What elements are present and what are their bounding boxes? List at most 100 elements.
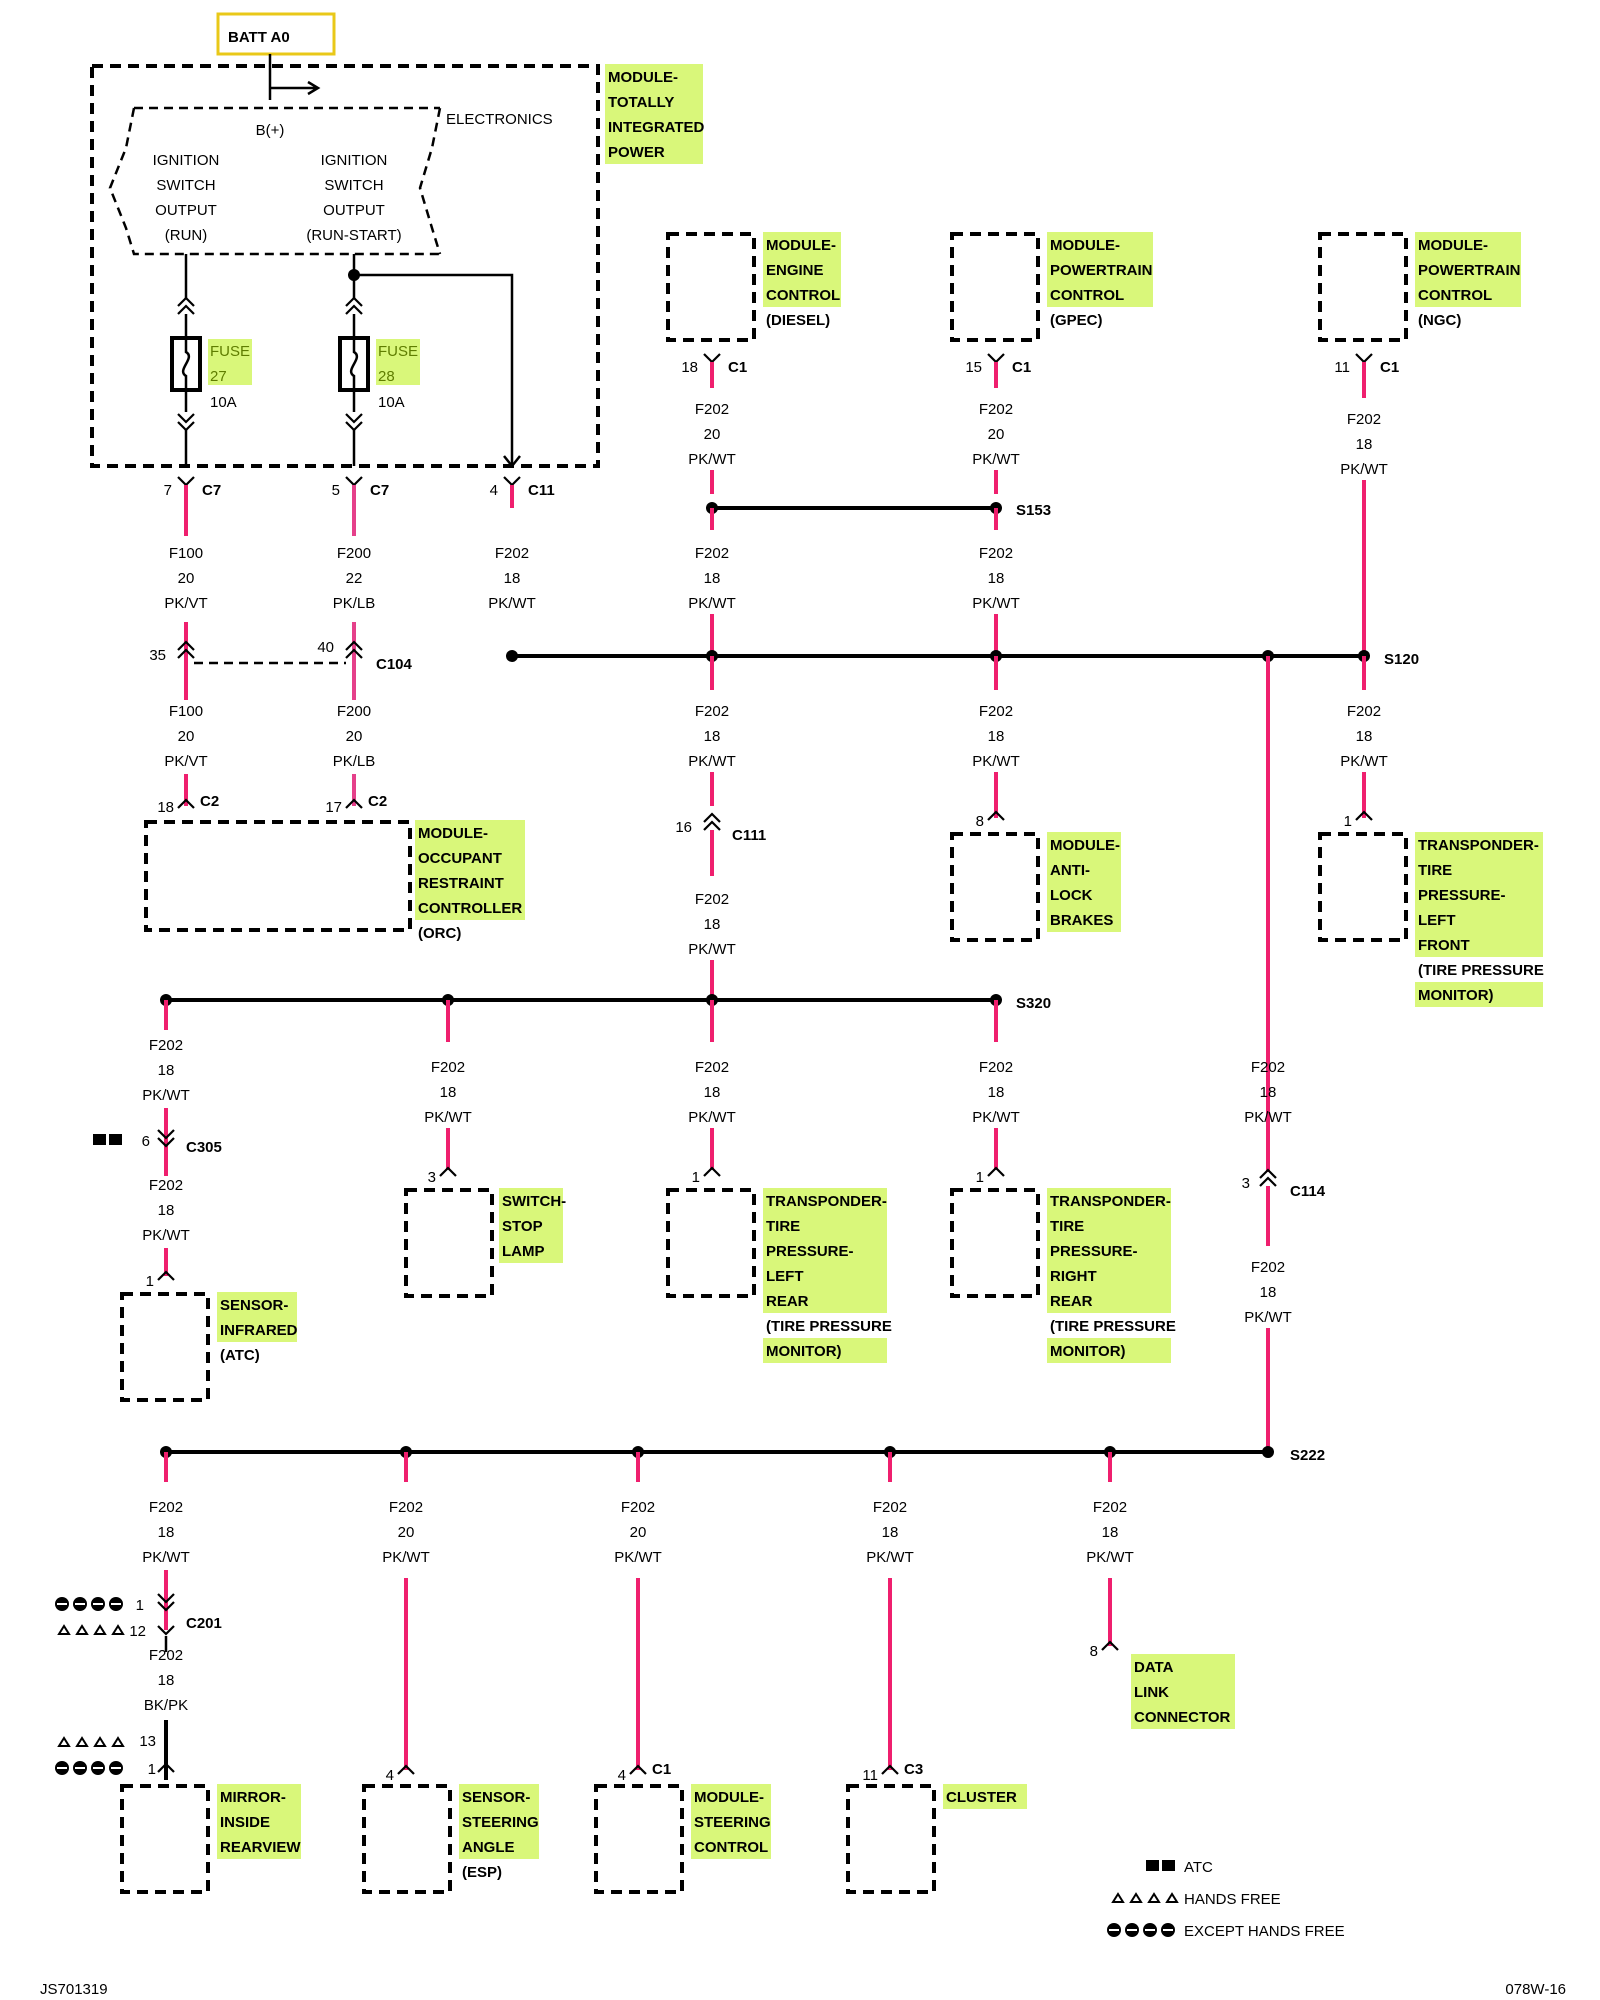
f100-label: 20 (178, 570, 195, 587)
tipm-title-label: TOTALLY (608, 94, 674, 111)
mirror-highlight (217, 1809, 301, 1834)
splice-label: S153 (1016, 502, 1051, 519)
tipm-title-highlight (605, 139, 703, 164)
stop-box (404, 1188, 494, 1298)
f202-label: F202 (873, 1499, 907, 1516)
pin-label: 40 (317, 639, 334, 656)
fuse27-highlight (208, 339, 252, 385)
atc-icon (93, 1134, 106, 1145)
fuse28-element (349, 338, 359, 390)
ir-label: SENSOR- (220, 1297, 288, 1314)
tpm-rr-label: RIGHT (1050, 1268, 1097, 1285)
fuse27-number: 27 (210, 368, 227, 385)
pin-label: 1 (146, 1273, 154, 1290)
abs-highlight (1047, 857, 1121, 882)
c104-connector (177, 640, 195, 651)
f202-label: F202 (695, 703, 729, 720)
pin-label: 1 (692, 1169, 700, 1186)
mirror-label: REARVIEW (220, 1839, 301, 1856)
f202-label: F202 (389, 1499, 423, 1516)
tpm-lr-label: TRANSPONDER- (766, 1193, 887, 1210)
f202-label: PK/WT (614, 1549, 662, 1566)
legend-hands-free: HANDS FREE (1184, 1891, 1281, 1908)
connector-label: C7 (202, 482, 221, 499)
fuse28-highlight (376, 339, 420, 385)
c7-connector (345, 476, 363, 487)
orc-label: CONTROLLER (418, 900, 522, 917)
f100-label: PK/VT (164, 753, 207, 770)
scm-highlight (691, 1784, 771, 1809)
tpm-rr-highlight (1047, 1263, 1171, 1288)
c305-connector (157, 1129, 175, 1140)
ecm-highlight (763, 257, 841, 282)
splice-dot (1262, 1446, 1274, 1458)
tpm-lr-highlight (763, 1338, 887, 1363)
f202-label: PK/WT (688, 753, 736, 770)
hands-free-icon (75, 1736, 89, 1747)
orc-highlight (415, 895, 525, 920)
scm-box (594, 1784, 684, 1894)
f202-label: PK/WT (866, 1549, 914, 1566)
legend-atc: ATC (1184, 1859, 1213, 1876)
f202-label: 18 (988, 728, 1005, 745)
f202-label: F202 (621, 1499, 655, 1516)
fuse28-label: FUSE (378, 343, 418, 360)
tpm-rr-highlight (1047, 1288, 1171, 1313)
connector-label: C11 (528, 482, 555, 499)
c201-connector (157, 1625, 175, 1636)
stop-highlight (499, 1188, 563, 1213)
c1-connector (987, 353, 1005, 364)
fuse27-amp: 10A (210, 394, 237, 411)
mirror-connector (157, 1762, 175, 1773)
ecm-highlight (763, 232, 841, 257)
gpec-label: (GPEC) (1050, 312, 1103, 329)
tpm-lr-box (666, 1188, 756, 1298)
hands-free-icon (93, 1624, 107, 1635)
pin-label: 1 (136, 1597, 144, 1614)
sas-highlight (459, 1784, 539, 1809)
connector-label: C104 (376, 656, 413, 673)
c1-connector (703, 353, 721, 364)
f202-label: 18 (504, 570, 521, 587)
legend-except-hands-free: EXCEPT HANDS FREE (1184, 1923, 1345, 1940)
c114-connector (1259, 1168, 1277, 1179)
sas-label: ANGLE (462, 1839, 515, 1856)
f202-label: PK/WT (1340, 753, 1388, 770)
electronics-boundary (108, 106, 442, 256)
tpm-lf-highlight (1415, 907, 1543, 932)
cluster-connector (881, 1764, 899, 1775)
fuse28-connector (345, 413, 363, 424)
pin-label: 12 (129, 1623, 146, 1640)
orc-label: MODULE- (418, 825, 488, 842)
orc-label: RESTRAINT (418, 875, 504, 892)
hands-free-icon (75, 1624, 89, 1635)
ngc-box (1318, 232, 1408, 342)
f202-label: PK/WT (688, 1109, 736, 1126)
atc-icon (109, 1134, 122, 1145)
fuse28-number: 28 (378, 368, 395, 385)
f202-label: PK/WT (688, 941, 736, 958)
dlc-highlight (1131, 1679, 1235, 1704)
ngc-label: MODULE- (1418, 237, 1488, 254)
mirror-box (120, 1784, 210, 1894)
f202-label: F202 (695, 1059, 729, 1076)
tpm-lf-label: (TIRE PRESSURE (1418, 962, 1544, 979)
f202-label: PK/WT (688, 595, 736, 612)
tpm-lf-label: PRESSURE- (1418, 887, 1506, 904)
ngc-label: CONTROL (1418, 287, 1492, 304)
f202-label: 18 (704, 570, 721, 587)
f202-label: 20 (630, 1524, 647, 1541)
hands-free-icon (57, 1736, 71, 1747)
scm-label: STEERING (694, 1814, 771, 1831)
f202-label: 18 (988, 1084, 1005, 1101)
f202-label: PK/WT (1086, 1549, 1134, 1566)
abs-label: ANTI- (1050, 862, 1090, 879)
tpm-rr-box (950, 1188, 1040, 1298)
scm-connector (629, 1764, 647, 1775)
f202-label: PK/WT (1244, 1309, 1292, 1326)
tpm-rr-label: MONITOR) (1050, 1343, 1126, 1360)
f202-label: F202 (979, 401, 1013, 418)
f200-label: F200 (337, 703, 371, 720)
pin-label: 11 (1334, 359, 1350, 376)
gpec-label: CONTROL (1050, 287, 1124, 304)
